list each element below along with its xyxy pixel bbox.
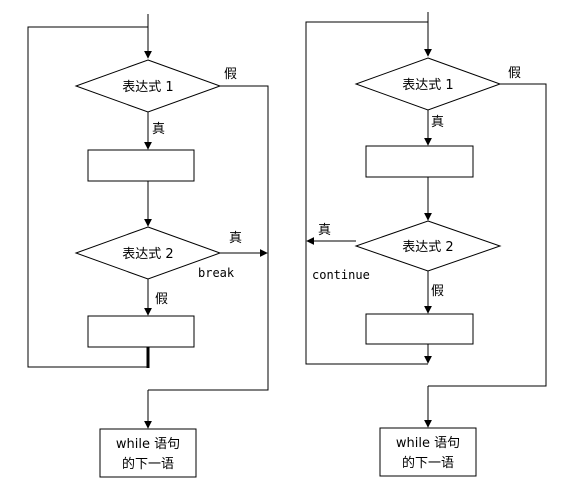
left-false-label-2: 假: [155, 292, 168, 307]
right-false-branch-line: [428, 83, 547, 387]
left-false-branch-line: [148, 85, 269, 391]
right-condition1-text: 表达式 1: [402, 78, 453, 93]
left-loop-back-line: [27, 26, 148, 368]
left-true-label-1: 真: [152, 122, 165, 137]
left-next-statement-box: [99, 428, 197, 478]
right-next-statement-line2: 的下一语: [402, 455, 454, 471]
right-next-statement-box: [379, 427, 477, 477]
left-statement-box-1: [87, 149, 195, 182]
left-flowchart: 表达式 1 假 真 表达式 2 真 break 假 while 语句 的下一语: [27, 14, 269, 478]
left-condition2-text: 表达式 2: [122, 247, 173, 262]
right-false-label-1: 假: [508, 66, 521, 81]
left-false-label-1: 假: [224, 67, 237, 82]
left-true-label-2: 真: [229, 231, 242, 246]
right-condition2-text: 表达式 2: [402, 240, 453, 255]
right-false-label-2: 假: [431, 284, 444, 299]
right-true-label-2: 真: [318, 223, 331, 238]
left-condition1-text: 表达式 1: [122, 80, 173, 95]
right-statement-box-2: [365, 313, 474, 345]
left-statement-box-2: [87, 315, 195, 348]
left-break-label: break: [198, 266, 235, 280]
right-loop-back-line: [305, 21, 428, 365]
right-true-label-1: 真: [431, 115, 444, 130]
right-flowchart: 表达式 1 假 真 表达式 2 真 continue 假 while 语句 的下…: [305, 12, 547, 477]
right-next-statement-line1: while 语句: [396, 436, 460, 451]
right-continue-label: continue: [312, 268, 370, 282]
right-statement-box-1: [365, 145, 474, 178]
left-next-statement-line1: while 语句: [116, 437, 180, 452]
left-next-statement-line2: 的下一语: [122, 456, 174, 472]
